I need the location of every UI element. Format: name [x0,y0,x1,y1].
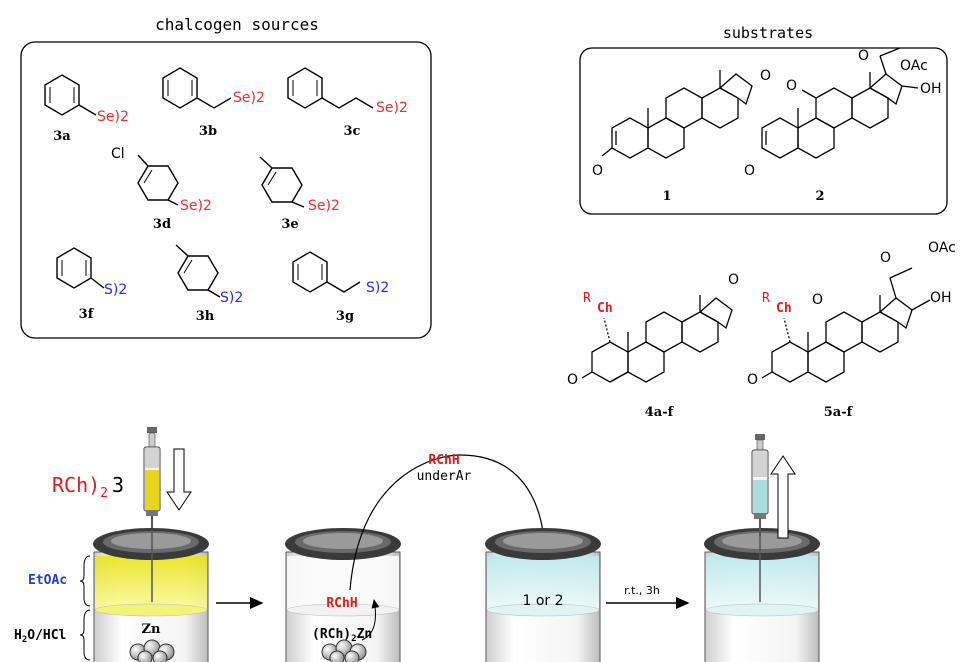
substrate-2-structure [761,47,919,159]
product-5-atom-o3: O [880,250,891,266]
compound-3a-label: 3a [53,129,71,144]
compound-3b-group: Se)2 [233,90,265,106]
substrate-2-oh: OH [920,81,942,97]
substrate-2-atom-o2: O [786,78,797,94]
reaction-conditions: r.t., 3h [624,584,660,597]
compound-3a-group: Se)2 [97,109,129,125]
compound-3h-group: S)2 [220,290,243,306]
arrow-up-icon [770,455,796,539]
vial-4 [704,528,820,662]
compound-3d-group: Se)2 [180,198,212,214]
vial-1-zinc-label: Zn [142,622,161,637]
substrate-2-atom-o1: O [744,163,755,179]
syringe-icon [143,427,161,535]
product-4-atom-o2: O [728,272,739,288]
substrates-box [579,47,948,215]
compound-3e-group: Se)2 [308,198,340,214]
syringe-icon-2 [751,434,769,536]
solvent-bottom-label: H2O/HCl [14,628,66,645]
product-5-oh: OH [930,290,952,306]
substrate-1-atom-o1: O [592,163,603,179]
zinc-pellets-icon-2 [321,639,367,662]
chalcogen-sources-panel: chalcogen sources Se)2 3a Se)2 3b Se)2 3… [20,15,432,339]
compound-3g-label: 3g [336,309,354,324]
compound-3f-label: 3f [79,307,95,322]
compound-3f-group: S)2 [104,282,127,298]
product-5-ch-label: Ch [776,301,792,316]
compound-3d-label: 3d [153,217,171,232]
compound-3c [287,67,374,109]
vial-2-complex-label: (RCh)2Zn [312,627,372,644]
product-4-label: 4a-f [645,405,675,420]
product-4-atom-o1: O [567,372,578,388]
compound-3d-substituent: Cl [111,146,125,162]
substrates-title: substrates [723,24,813,42]
solvent-top-label: EtOAc [28,573,67,588]
substrate-2-oac: OAc [900,58,928,74]
chalcogen-sources-title: chalcogen sources [155,15,319,34]
zinc-pellets-icon [129,639,175,662]
substrates-panel: substrates O O 1 [579,24,948,215]
product-5-oac: OAc [928,240,956,256]
vial-3 [485,528,601,662]
compound-3b-label: 3b [199,124,217,139]
compound-3e [259,156,305,208]
substrate-2-atom-o3: O [858,48,869,64]
product-5-structure [761,267,931,383]
compound-3g-group: S)2 [366,280,389,296]
vial-2-rchh-label: RChH [326,596,357,611]
product-4-r-label: R [583,291,591,306]
compound-3c-label: 3c [344,124,361,139]
substrate-2-label: 2 [815,189,824,204]
product-5-r-label: R [762,291,770,306]
compound-3a [44,74,97,116]
compound-3g [292,251,361,293]
compound-3c-group: Se)2 [376,100,408,116]
vial-3-label: 1 or 2 [522,593,563,609]
chalcogen-box [20,41,432,339]
compound-3e-label: 3e [281,217,298,232]
substrate-1-structure [601,70,753,159]
substrate-1-atom-o2: O [760,68,771,84]
vial-2 [285,528,401,662]
substrate-1-label: 1 [662,189,671,204]
product-4-structure [581,295,733,383]
product-5-atom-o2: O [812,292,823,308]
compound-3b [162,67,232,109]
product-5-label: 5a-f [824,405,854,420]
compound-3f [56,247,105,289]
transfer-condition: underAr [417,469,472,484]
product-4-ch-label: Ch [597,301,613,316]
product-5-atom-o1: O [747,372,758,388]
transfer-arc-arrow [349,454,550,591]
compound-3h [175,244,221,298]
arrow-down-icon [166,448,192,511]
compound-3d [137,154,179,206]
transfer-label: RChH [428,453,459,468]
compound-3h-label: 3h [196,309,215,324]
vial-2-curved-arrow [361,599,380,641]
